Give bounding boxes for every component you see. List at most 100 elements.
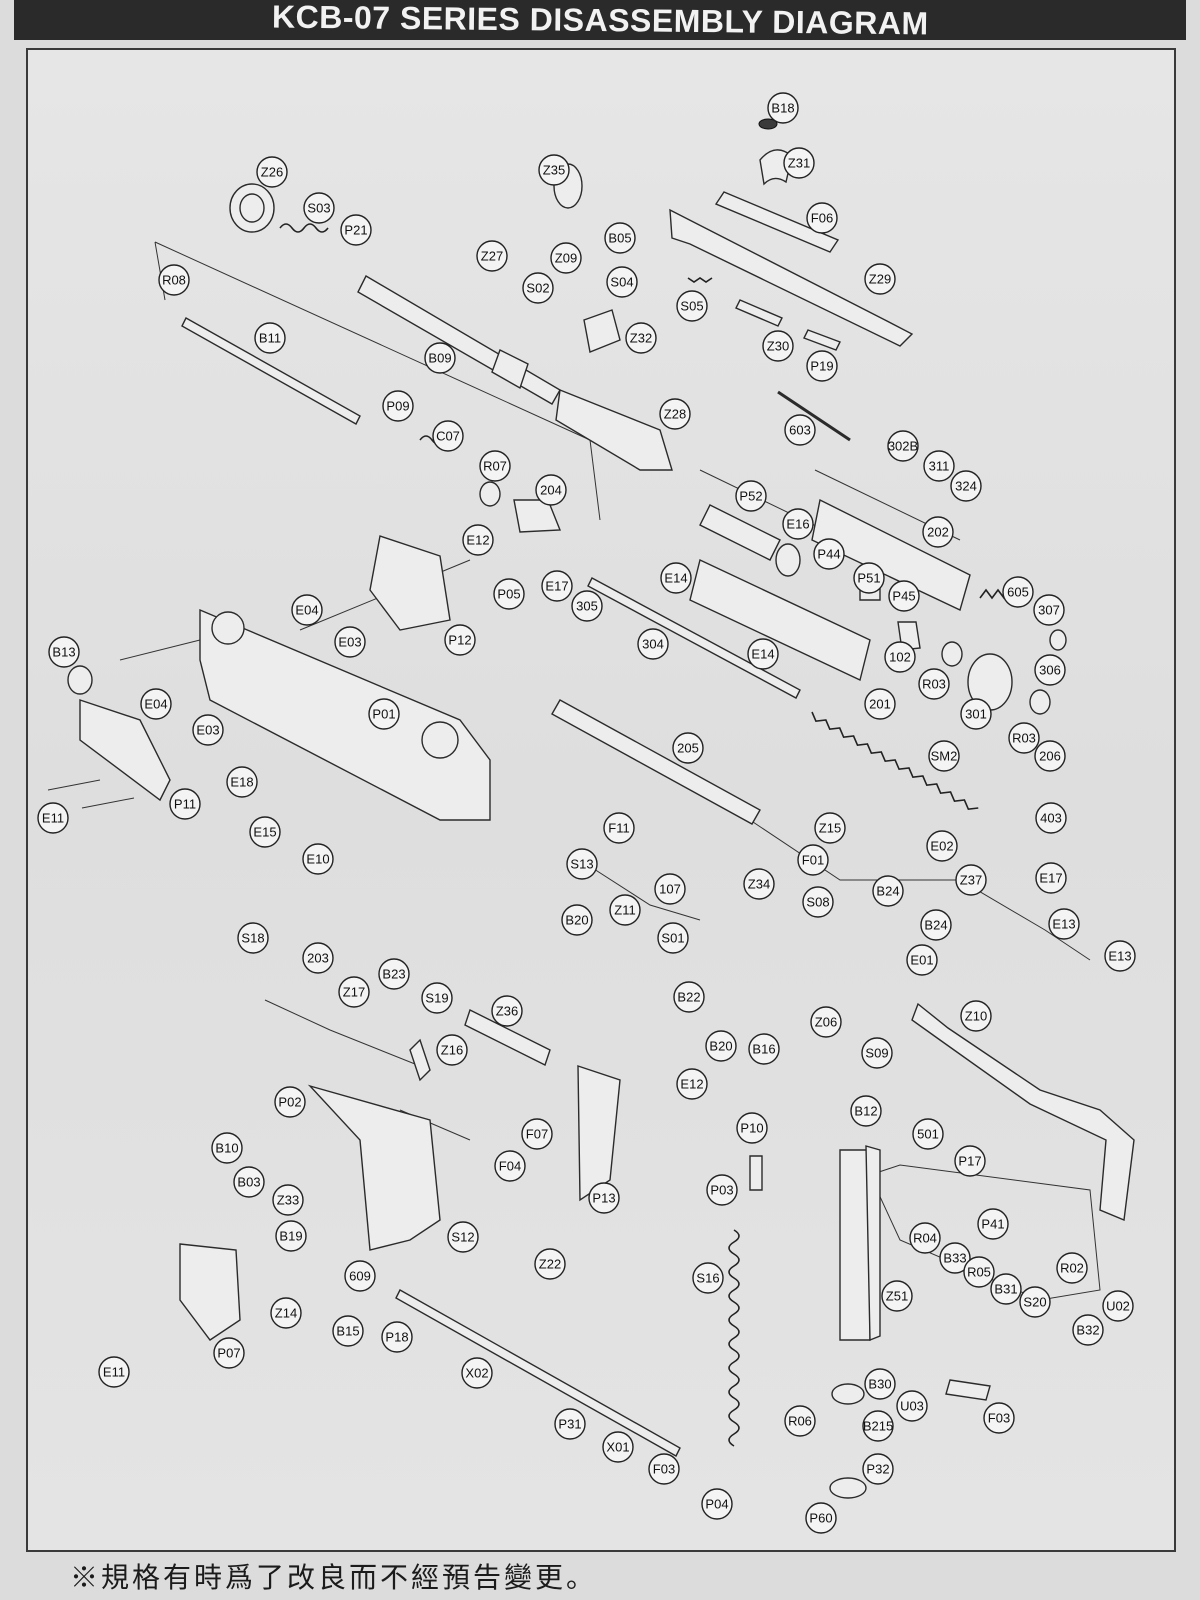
callout-E02: E02 [926,830,958,862]
callout-label: E02 [930,839,953,854]
callout-circle [1072,1314,1104,1346]
callout-Z30: Z30 [762,330,794,362]
callout-label: B12 [854,1104,877,1119]
callout-P05: P05 [493,578,525,610]
callout-B23: B23 [378,958,410,990]
callout-B32: B32 [1072,1314,1104,1346]
callout-R04: R04 [909,1222,941,1254]
callout-label: S18 [241,931,264,946]
callout-label: E13 [1108,949,1131,964]
callout-label: S01 [661,931,684,946]
callout-label: E14 [751,647,774,662]
callout-label: S13 [570,857,593,872]
callout-circle [476,240,508,272]
callout-circle [382,390,414,422]
callout-label: E14 [664,571,687,586]
callout-circle [1035,862,1067,894]
callout-label: Z51 [886,1289,908,1304]
callout-Z26: Z26 [256,156,288,188]
callout-label: E17 [545,579,568,594]
callout-circle [782,508,814,540]
callout-label: B18 [771,101,794,116]
callout-X02: X02 [461,1357,493,1389]
callout-Z17: Z17 [338,976,370,1008]
callout-circle [926,830,958,862]
callout-circle [479,450,511,482]
callout-201: 201 [864,688,896,720]
callout-B10: B10 [211,1132,243,1164]
callout-F03: F03 [648,1453,680,1485]
callout-label: B10 [215,1141,238,1156]
callout-P11: P11 [169,788,201,820]
callout-Z27: Z27 [476,240,508,272]
callout-label: 609 [349,1269,371,1284]
callout-label: E15 [253,825,276,840]
callout-circle [659,398,691,430]
callout-label: B24 [876,884,899,899]
callout-603: 603 [784,414,816,446]
callout-label: Z35 [543,163,565,178]
callout-B30: B30 [864,1368,896,1400]
callout-R02: R02 [1056,1252,1088,1284]
callout-label: F01 [802,853,824,868]
callout-P01: P01 [368,698,400,730]
callout-label: Z09 [555,251,577,266]
rear-sight-assembly [669,118,914,351]
callout-label: B32 [1076,1323,1099,1338]
callout-label: Z31 [788,156,810,171]
callout-label: P13 [592,1191,615,1206]
callout-label: 203 [307,951,329,966]
callout-label: B31 [994,1282,1017,1297]
callout-circle [462,524,494,556]
callout-circle [606,266,638,298]
callout-label: S19 [425,991,448,1006]
callout-circle [541,570,573,602]
callout-E15: E15 [249,816,281,848]
callout-circle [872,875,904,907]
callout-circle [272,1184,304,1216]
callout-circle [853,562,885,594]
callout-label: S02 [526,281,549,296]
callout-circle [705,1030,737,1062]
callout-label: E17 [1039,871,1062,886]
callout-circle [884,641,916,673]
callout-P02: P02 [274,1086,306,1118]
callout-circle [923,450,955,482]
callout-E14: E14 [747,638,779,670]
callout-label: B215 [863,1419,893,1434]
callout-circle [1034,654,1066,686]
callout-circle [588,1182,620,1214]
callout-311: 311 [923,450,955,482]
callout-203: 203 [302,942,334,974]
callout-circle [48,636,80,668]
callout-Z09: Z09 [550,242,582,274]
callout-X01: X01 [602,1431,634,1463]
callout-label: S20 [1023,1295,1046,1310]
callout-circle [256,156,288,188]
callout-circle [762,330,794,362]
callout-B12: B12 [850,1095,882,1127]
callout-label: P07 [217,1346,240,1361]
callout-label: X02 [465,1366,488,1381]
callout-circle [192,714,224,746]
callout-S16: S16 [692,1262,724,1294]
callout-circle [432,420,464,452]
callout-Z51: Z51 [881,1280,913,1312]
callout-label: E13 [1052,917,1075,932]
magazine-z51 [829,1145,991,1499]
callout-label: F11 [608,821,629,836]
callout-circle [850,1095,882,1127]
callout-circle [676,1068,708,1100]
callout-501: 501 [912,1118,944,1150]
callout-circle [660,562,692,594]
callout-F04: F04 [494,1150,526,1182]
callout-circle [862,1410,894,1442]
callout-label: P18 [385,1330,408,1345]
callout-label: E16 [786,517,809,532]
callout-circle [291,594,323,626]
callout-B20: B20 [705,1030,737,1062]
callout-B24: B24 [872,875,904,907]
callout-label: 206 [1039,749,1061,764]
callout-E14: E14 [660,562,692,594]
callout-circle [950,470,982,502]
